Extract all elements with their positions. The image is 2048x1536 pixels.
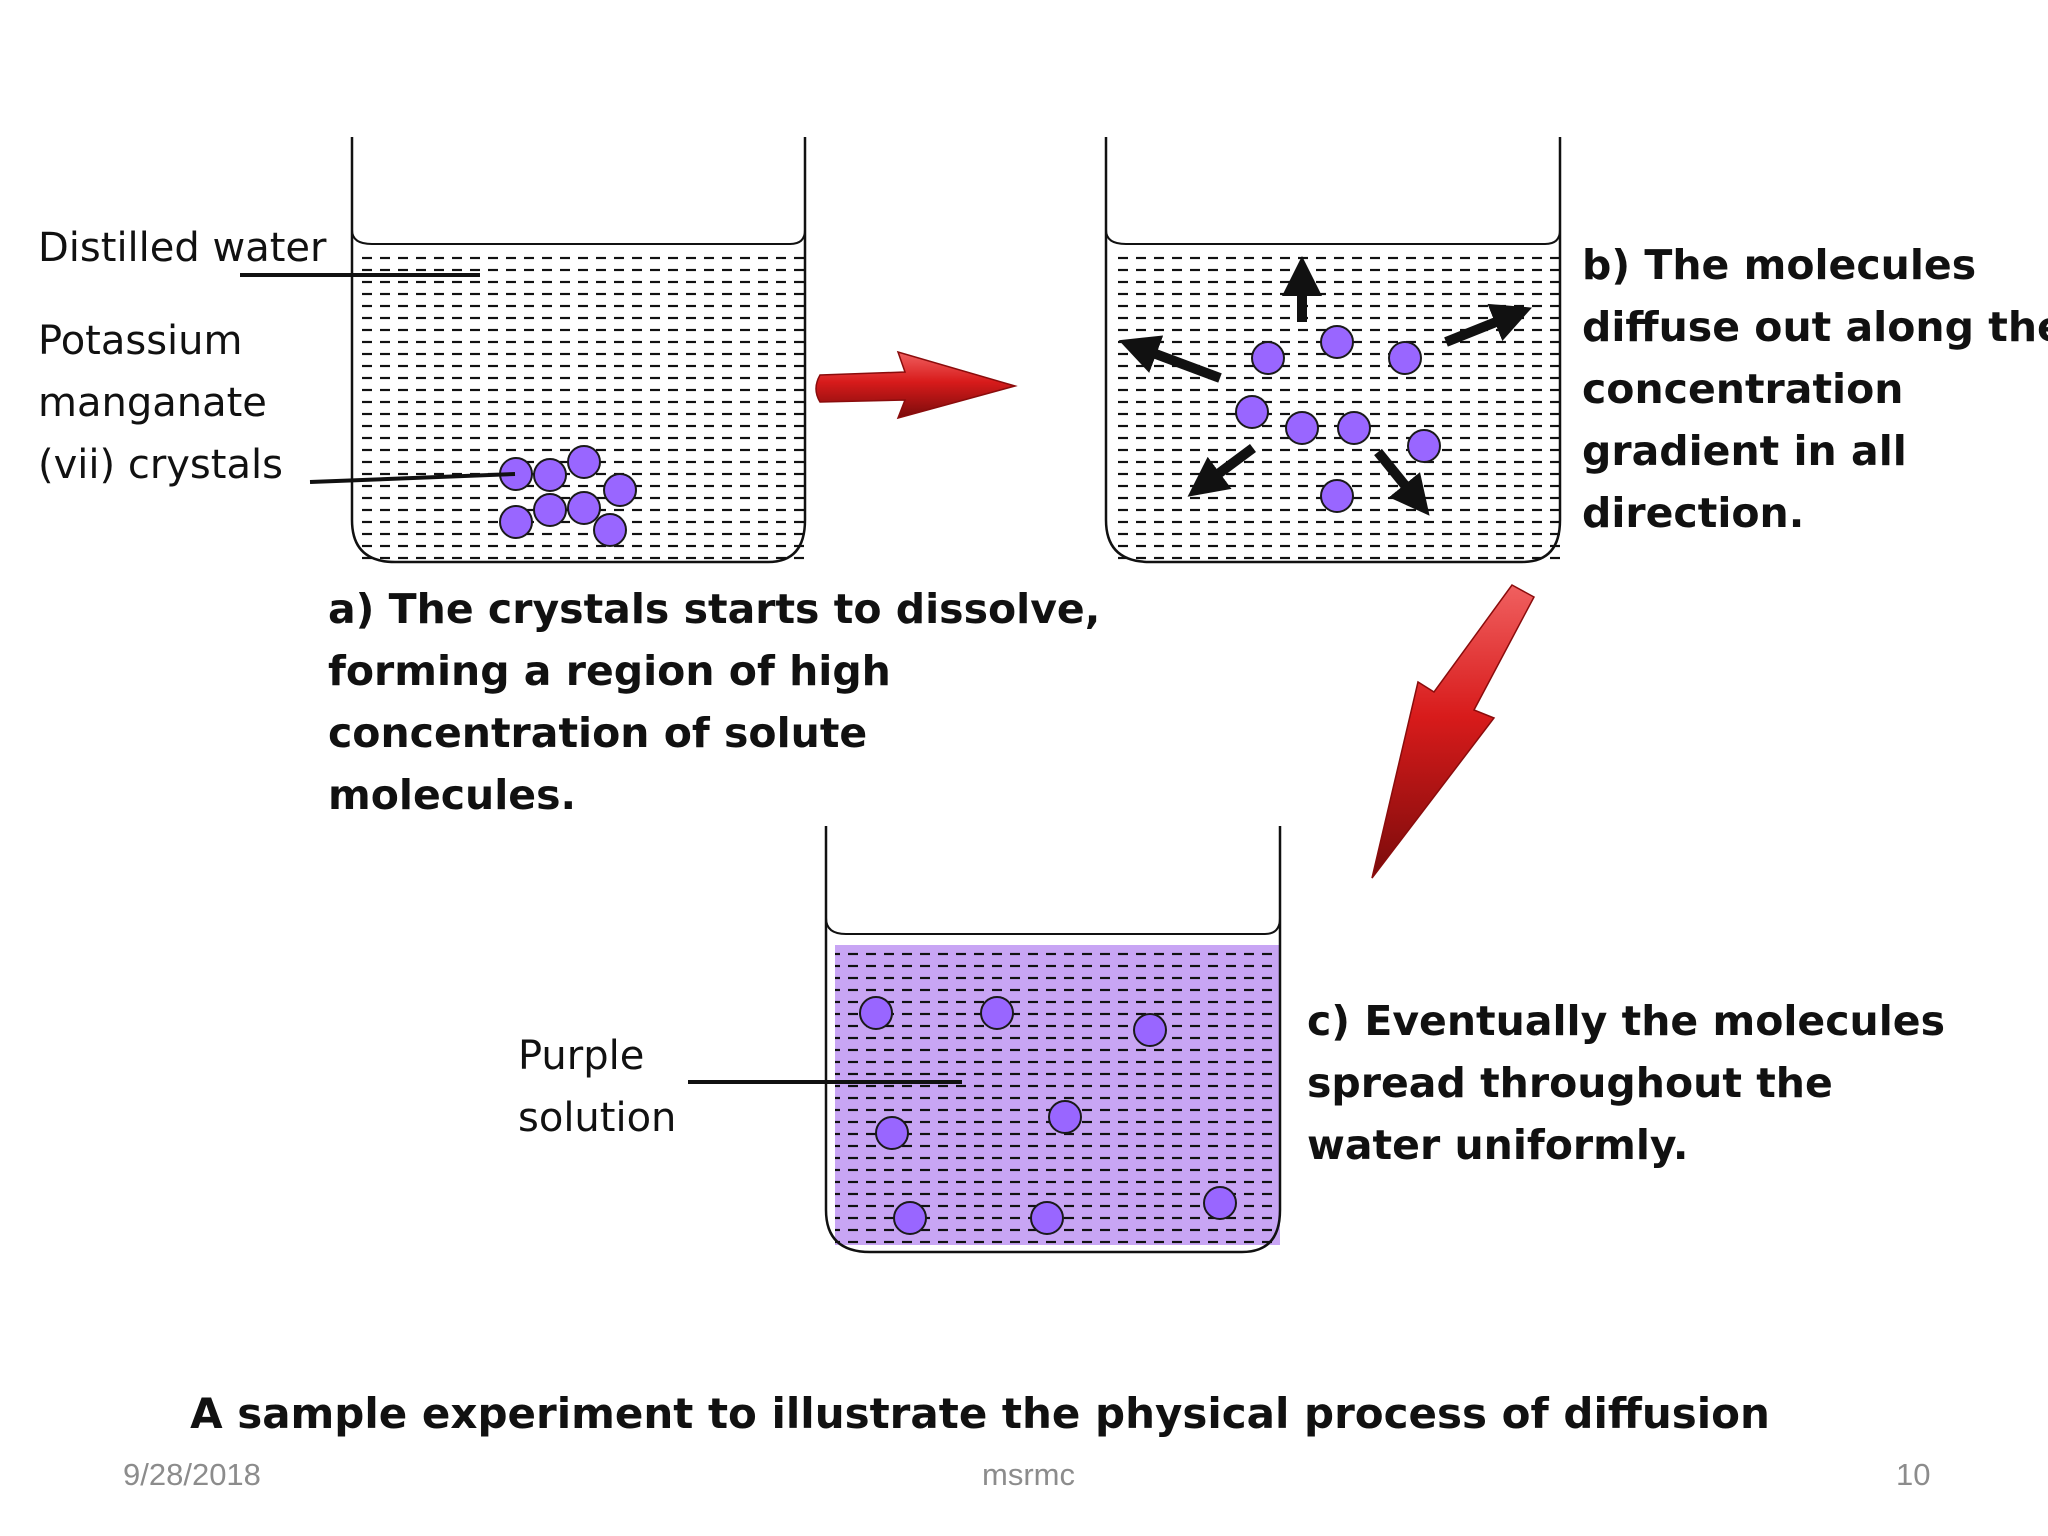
red-arrow-right (815, 350, 1018, 420)
molecule (1203, 1186, 1237, 1220)
beaker-b-molecules (1235, 325, 1441, 513)
beaker-c-molecules (859, 996, 1237, 1235)
beaker-a-crystals (499, 445, 637, 547)
beaker-c (688, 826, 1282, 1254)
step-a-text: a) The crystals starts to dissolve, form… (328, 578, 1100, 826)
step-c-line: water uniformly. (1307, 1121, 1689, 1169)
step-b-line: direction. (1582, 489, 1805, 537)
crystals-label: Potassium manganate (vii) crystals (38, 310, 283, 496)
step-a-line: forming a region of high (328, 647, 891, 695)
molecule (1337, 411, 1371, 445)
slide-caption: A sample experiment to illustrate the ph… (190, 1389, 1770, 1438)
crystal-molecule (593, 513, 627, 547)
crystals-label-line: (vii) crystals (38, 442, 283, 488)
arrow-up-right (1444, 303, 1532, 347)
molecule (980, 996, 1014, 1030)
beaker-c-water-surface (825, 917, 1281, 935)
crystals-label-line: Potassium (38, 318, 243, 364)
beaker-a-water-surface (351, 229, 806, 245)
step-b-line: gradient in all (1582, 427, 1907, 475)
crystals-leader-line (309, 472, 516, 484)
step-b-line: b) The molecules (1582, 241, 1977, 289)
beaker-b-outline (1104, 137, 1562, 564)
red-arrow-down (1371, 584, 1536, 879)
beaker-b (1104, 137, 1562, 564)
arrow-down-left (1187, 443, 1256, 497)
molecule (1030, 1201, 1064, 1235)
beaker-b-water-surface (1105, 229, 1561, 245)
arrow-down-right (1374, 448, 1430, 516)
arrow-up-left (1118, 335, 1222, 383)
molecule (1285, 411, 1319, 445)
purple-solution-line: solution (518, 1095, 677, 1141)
beaker-b-water (1115, 250, 1560, 562)
step-a-line: a) The crystals starts to dissolve, (328, 585, 1101, 633)
crystal-molecule (499, 505, 533, 539)
molecule (1320, 479, 1354, 513)
crystal-molecule (567, 445, 601, 479)
molecule (893, 1201, 927, 1235)
footer-date: 9/28/2018 (123, 1457, 261, 1492)
molecule (1320, 325, 1354, 359)
step-c-text: c) Eventually the molecules spread throu… (1307, 990, 1945, 1176)
step-b-text: b) The molecules diffuse out along the c… (1582, 234, 2048, 544)
molecule (1048, 1100, 1082, 1134)
step-b-line: concentration (1582, 365, 1904, 413)
molecule (1407, 429, 1441, 463)
molecule (859, 996, 893, 1030)
step-b-line: diffuse out along the (1582, 303, 2048, 351)
distilled-water-label: Distilled water (38, 225, 327, 271)
step-a-line: concentration of solute (328, 709, 868, 757)
molecule (1251, 341, 1285, 375)
step-c-line: c) Eventually the molecules (1307, 997, 1945, 1045)
purple-solution-label: Purple solution (518, 1025, 676, 1149)
molecule (1133, 1013, 1167, 1047)
crystal-molecule (533, 458, 567, 492)
molecule (1235, 395, 1269, 429)
footer-page-number: 10 (1896, 1457, 1931, 1492)
beaker-c-outline (824, 826, 1282, 1254)
step-a-line: molecules. (328, 771, 577, 819)
footer-author: msrmc (982, 1457, 1075, 1492)
beaker-a (240, 137, 807, 564)
molecule (1388, 341, 1422, 375)
crystal-molecule (533, 493, 567, 527)
crystal-molecule (567, 491, 601, 525)
molecule (875, 1116, 909, 1150)
crystals-label-line: manganate (38, 380, 267, 426)
diffusion-arrows (1118, 256, 1532, 516)
crystal-molecule (603, 473, 637, 507)
purple-solution-line: Purple (518, 1033, 645, 1079)
step-c-line: spread throughout the (1307, 1059, 1833, 1107)
beaker-a-outline (350, 137, 807, 564)
